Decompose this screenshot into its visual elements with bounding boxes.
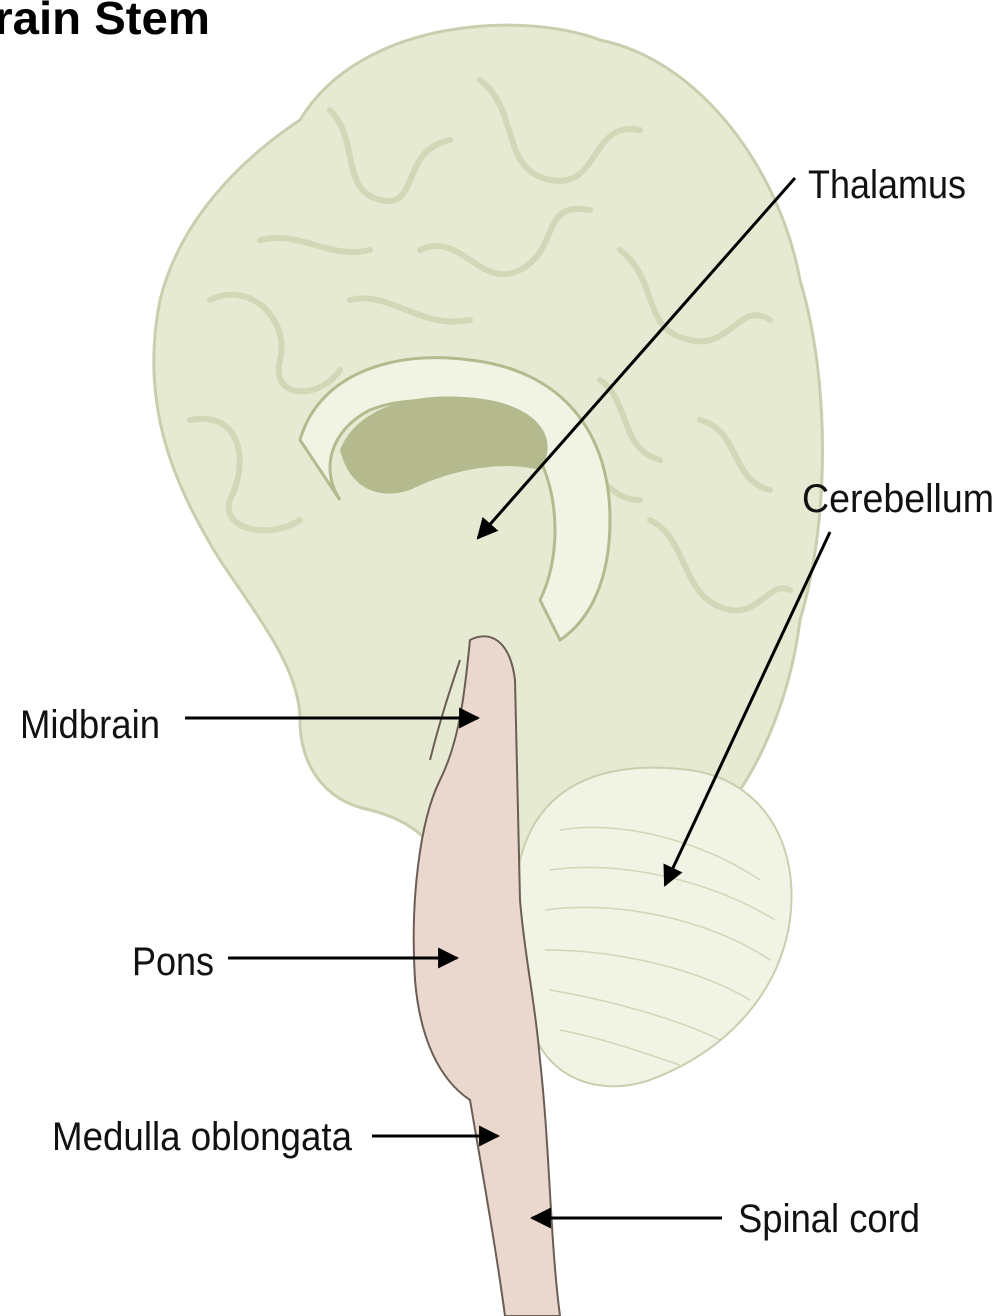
- label-spinal-cord: Spinal cord: [738, 1197, 920, 1241]
- label-cerebellum: Cerebellum: [802, 477, 994, 521]
- label-pons: Pons: [132, 940, 214, 984]
- cerebellum: [516, 768, 792, 1087]
- label-midbrain: Midbrain: [20, 703, 160, 747]
- label-medulla-oblongata: Medulla oblongata: [52, 1115, 353, 1159]
- diagram-title: Brain Stem: [0, 0, 210, 44]
- label-thalamus: Thalamus: [808, 163, 966, 207]
